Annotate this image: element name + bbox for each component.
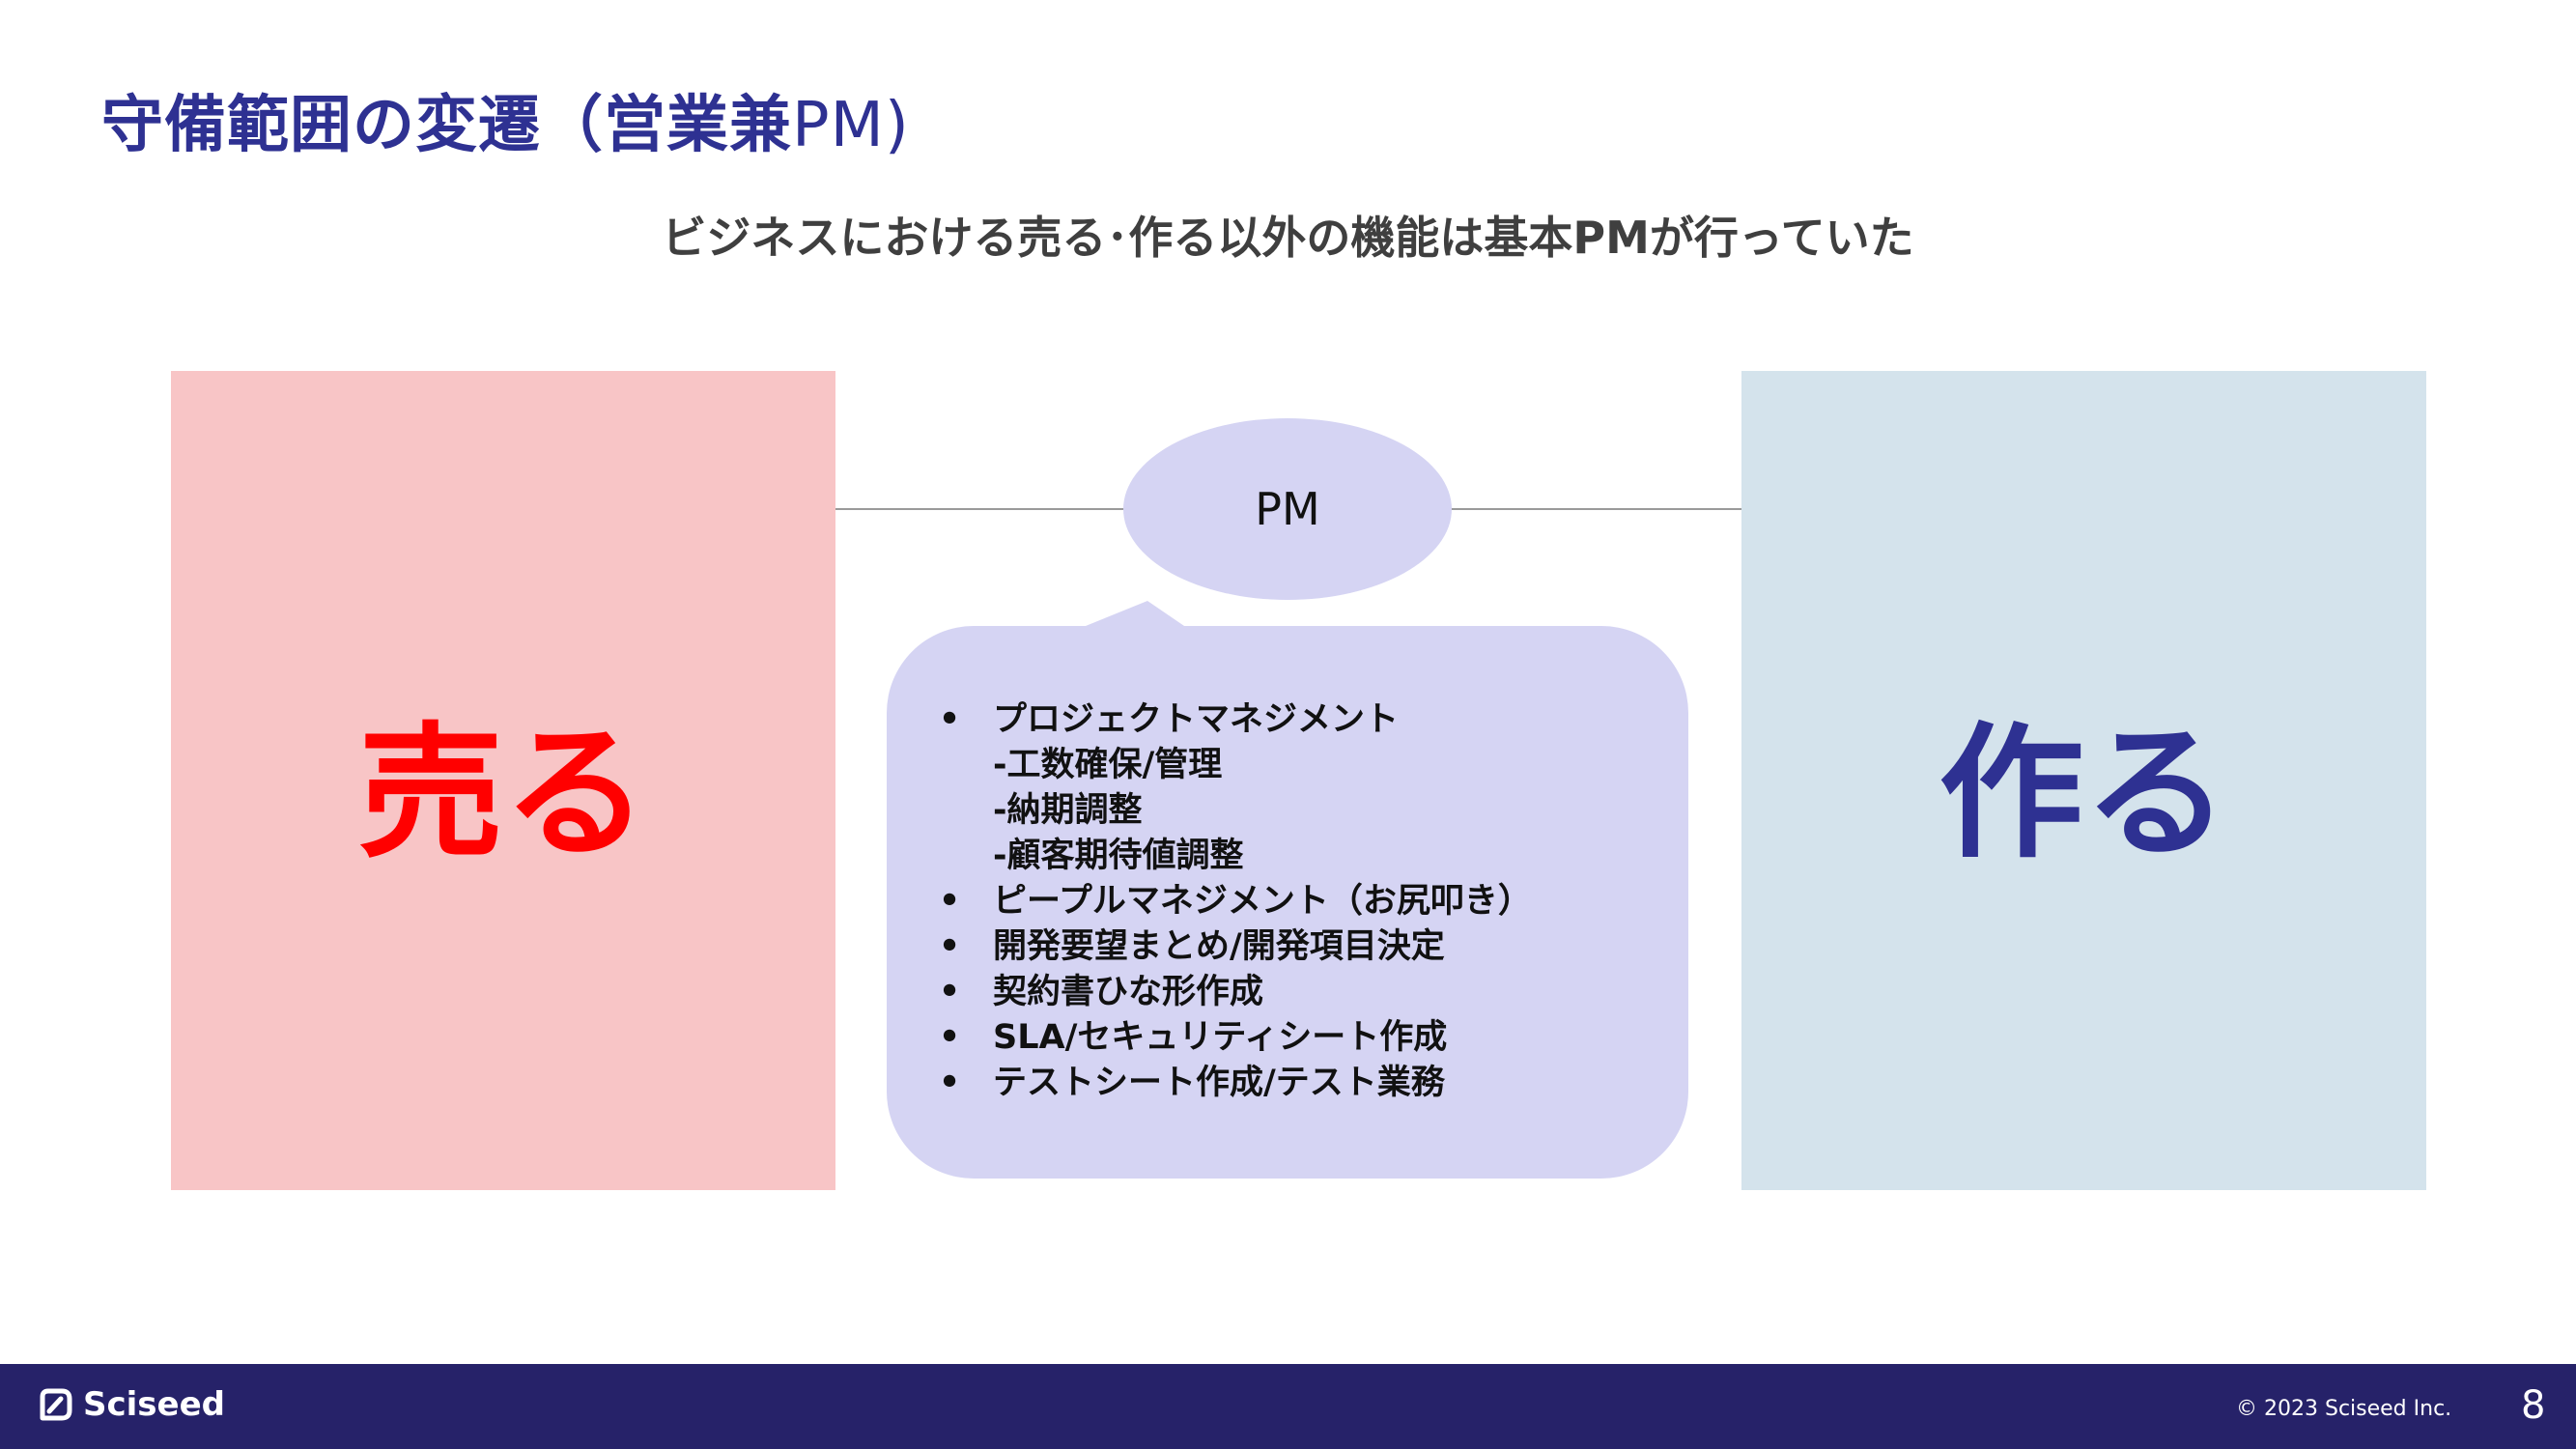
duty-text: プロジェクトマネジメント: [993, 700, 1400, 739]
duty-text: 開発要望まとめ/開発項目決定: [993, 927, 1445, 966]
duty-text: -工数確保/管理: [993, 746, 1223, 784]
duty-item: • プロジェクトマネジメント: [935, 697, 1669, 743]
bullet-icon: •: [938, 1018, 961, 1057]
duty-text: -納期調整: [993, 791, 1143, 830]
connector-line-left: [835, 508, 1125, 510]
copyright: © 2023 Sciseed Inc.: [2236, 1397, 2452, 1421]
bullet-icon: •: [938, 882, 961, 921]
duty-item: • 契約書ひな形作成: [935, 970, 1669, 1015]
duty-item: • ピープルマネジメント（お尻叩き）: [935, 879, 1669, 924]
sell-label: 売る: [357, 709, 648, 878]
slide-title-suffix: PM): [792, 90, 910, 161]
duty-text: テストシート作成/テスト業務: [993, 1064, 1445, 1102]
duty-item: • SLA/セキュリティシート作成: [935, 1015, 1669, 1061]
slide-title: 守備範囲の変遷（営業兼PM): [101, 75, 910, 164]
pm-duties-list: • プロジェクトマネジメント -工数確保/管理 -納期調整 -顧客期待値調整 • ピープルマ…: [935, 697, 1669, 1106]
duty-item: • 開発要望まとめ/開発項目決定: [935, 924, 1669, 970]
pm-ellipse: PM: [1123, 418, 1452, 600]
slide-title-main: 守備範囲の変遷（営業兼: [101, 90, 792, 161]
make-box: 作る: [1741, 371, 2426, 1190]
duty-text: 契約書ひな形作成: [993, 973, 1264, 1011]
page-number: 8: [2521, 1383, 2546, 1428]
sell-box: 売る: [171, 371, 835, 1190]
connector-line-right: [1449, 508, 1741, 510]
slide-subtitle: ビジネスにおける売る･作る以外の機能は基本PMが行っていた: [662, 212, 1914, 264]
duty-item: • テストシート作成/テスト業務: [935, 1061, 1669, 1106]
duty-text: ピープルマネジメント（お尻叩き）: [993, 882, 1532, 921]
sciseed-logo-icon: [40, 1388, 72, 1421]
duty-text: SLA/セキュリティシート作成: [993, 1018, 1448, 1057]
duty-item: -工数確保/管理: [935, 743, 1669, 788]
pm-label: PM: [1255, 483, 1320, 535]
duty-text: -顧客期待値調整: [993, 837, 1244, 875]
sciseed-logo: Sciseed: [37, 1385, 225, 1424]
pm-duties-bubble: [887, 626, 1688, 1179]
logo-text: Sciseed: [83, 1385, 225, 1424]
make-label: 作る: [1939, 709, 2229, 878]
bullet-icon: •: [938, 700, 961, 739]
bullet-icon: •: [938, 973, 961, 1011]
duty-item: -顧客期待値調整: [935, 834, 1669, 879]
duty-item: -納期調整: [935, 788, 1669, 834]
bullet-icon: •: [938, 1064, 961, 1102]
bullet-icon: •: [938, 927, 961, 966]
footer-bar: Sciseed © 2023 Sciseed Inc. 8: [0, 1364, 2576, 1449]
